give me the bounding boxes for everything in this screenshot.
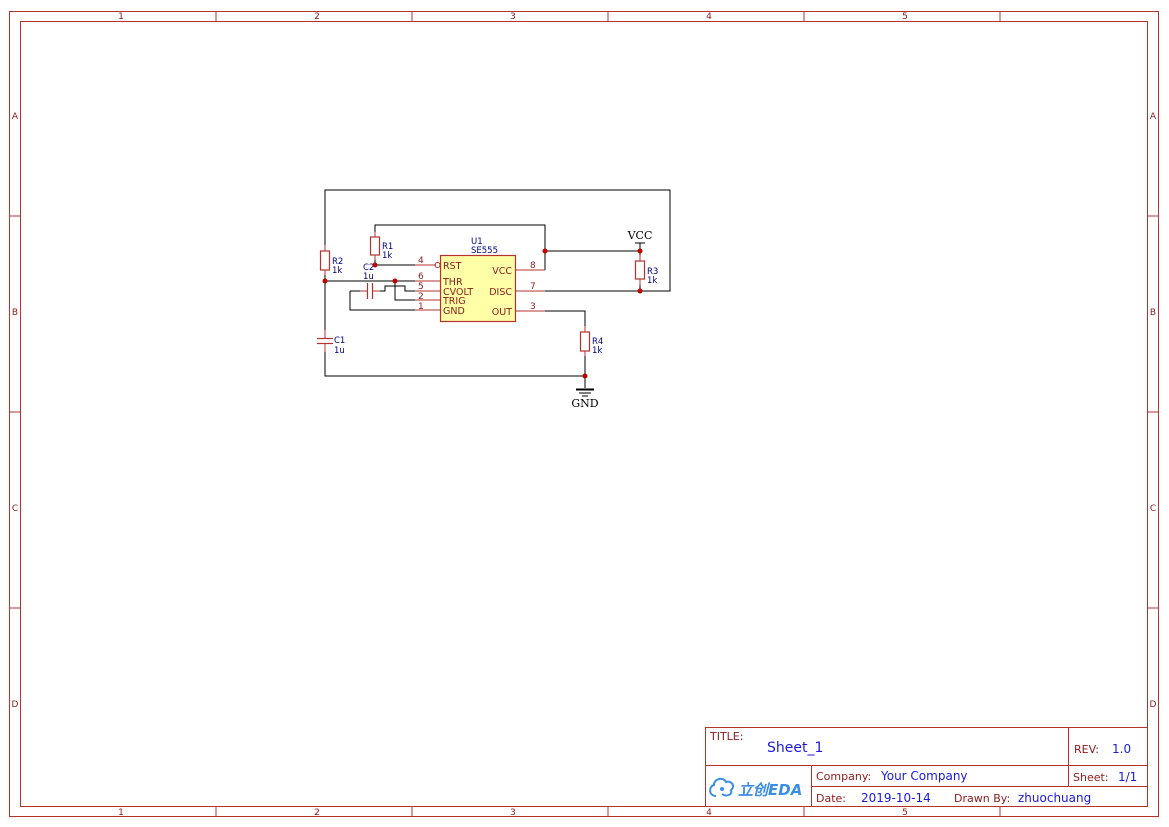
pin-name: CVOLT	[443, 287, 473, 298]
pin-number: 1	[418, 302, 424, 312]
resistor-designator: R2	[332, 257, 343, 267]
pin-name: RST	[443, 261, 462, 272]
resistor-value: 1k	[592, 346, 602, 356]
company-value[interactable]: Your Company	[880, 769, 968, 783]
ic-value: SE555	[471, 246, 498, 256]
frame-row-label: B	[12, 308, 18, 318]
pin-number: 6	[418, 272, 424, 282]
frame-row-label: A	[12, 112, 19, 122]
pin-number: 5	[418, 282, 424, 292]
title-label: TITLE:	[709, 730, 743, 743]
junction-dot	[392, 278, 398, 284]
drawn-by-label: Drawn By:	[954, 792, 1010, 805]
pin-name: TRIG	[442, 296, 466, 307]
resistor-value: 1k	[332, 266, 342, 276]
ic-designator: U1	[471, 237, 483, 247]
title-block: TITLE: Sheet_1 REV: 1.0 Company: Your Co…	[705, 727, 1148, 807]
frame-row-label: C	[12, 504, 18, 514]
vcc-net-label: VCC	[627, 229, 653, 242]
frame-col-label: 2	[314, 12, 320, 22]
resistor-designator: R3	[647, 267, 658, 277]
frame-row-label: C	[1150, 504, 1156, 514]
lceda-logo: 立创EDA	[709, 777, 802, 799]
frame-col-label: 4	[706, 12, 712, 22]
wires	[324, 189, 671, 388]
frame-row-label: D	[12, 700, 19, 710]
wire[interactable]	[394, 281, 415, 301]
frame-col-label: 5	[902, 808, 908, 818]
capacitor-designator: C2	[363, 263, 374, 273]
cloud-icon	[709, 777, 735, 797]
ic-u1[interactable]: U1 SE555 4 RST 6 THR 5 CVOLT 2 TRIG 1 GN…	[415, 237, 545, 323]
junction-dot	[322, 278, 328, 284]
wire[interactable]	[324, 344, 585, 377]
pin-number: 8	[530, 261, 536, 271]
wire[interactable]	[324, 189, 671, 292]
date-label: Date:	[816, 792, 846, 805]
drawing-frame: 1 2 3 4 5 1 2 3 4 5 A B C D A B C D	[9, 11, 1159, 818]
wire[interactable]	[373, 285, 415, 292]
frame-row-label: D	[1150, 700, 1157, 710]
gnd-symbol[interactable]: GND	[571, 388, 599, 411]
drawn-by-value[interactable]: zhuochuang	[1018, 791, 1091, 805]
resistor-value: 1k	[382, 251, 392, 261]
pin-name: THR	[442, 277, 463, 288]
pin-name: GND	[443, 306, 465, 317]
logo-text: 立创EDA	[738, 781, 802, 799]
capacitor-c2[interactable]: C2 1u	[360, 263, 380, 299]
junctions	[322, 248, 643, 379]
junction-dot	[582, 373, 588, 379]
cloud-icon	[720, 787, 724, 791]
pin-number: 2	[418, 292, 424, 302]
wire[interactable]	[545, 310, 586, 330]
junction-dot	[372, 262, 378, 268]
capacitor-value: 1u	[363, 272, 374, 282]
gnd-net-label: GND	[571, 397, 598, 410]
resistor-designator: R1	[382, 242, 393, 252]
frame-col-label: 1	[118, 808, 124, 818]
frame-col-label: 5	[902, 12, 908, 22]
pin-number: 4	[418, 256, 424, 266]
resistor-value: 1k	[647, 276, 657, 286]
wire[interactable]	[374, 224, 546, 251]
frame-col-label: 1	[118, 12, 124, 22]
frame-col-label: 3	[510, 808, 516, 818]
capacitor-value: 1u	[334, 346, 345, 356]
pin-name: DISC	[489, 287, 512, 298]
capacitor-designator: C1	[334, 336, 345, 346]
resistor-designator: R4	[592, 337, 603, 347]
vcc-symbol[interactable]: VCC	[627, 229, 653, 244]
sheet-title[interactable]: Sheet_1	[767, 740, 823, 756]
frame-col-label: 2	[314, 808, 320, 818]
pin-number: 7	[530, 282, 536, 292]
resistor-r1[interactable]: R1 1k	[369, 232, 394, 261]
frame-col-label: 3	[510, 12, 516, 22]
junction-dot	[637, 248, 643, 254]
resistor-r2[interactable]: R2 1k	[319, 245, 344, 276]
wire[interactable]	[349, 291, 415, 311]
ic-body	[439, 254, 517, 323]
frame-col-label: 4	[706, 808, 712, 818]
pin-number: 3	[530, 302, 536, 312]
junction-dot	[542, 248, 548, 254]
pin-name: VCC	[492, 266, 512, 277]
frame-row-label: A	[1150, 112, 1157, 122]
sheet-label: Sheet:	[1073, 771, 1109, 784]
capacitor-c1[interactable]: C1 1u	[317, 330, 345, 356]
rev-label: REV:	[1074, 743, 1099, 756]
rev-value[interactable]: 1.0	[1112, 742, 1131, 756]
date-value[interactable]: 2019-10-14	[861, 791, 931, 805]
sheet-value[interactable]: 1/1	[1118, 770, 1137, 784]
resistor-r4[interactable]: R4 1k	[579, 326, 604, 356]
pin-name: OUT	[492, 307, 512, 318]
company-label: Company:	[816, 770, 871, 783]
resistor-r3[interactable]: R3 1k	[634, 255, 659, 286]
junction-dot	[637, 288, 643, 294]
frame-row-label: B	[1150, 308, 1156, 318]
